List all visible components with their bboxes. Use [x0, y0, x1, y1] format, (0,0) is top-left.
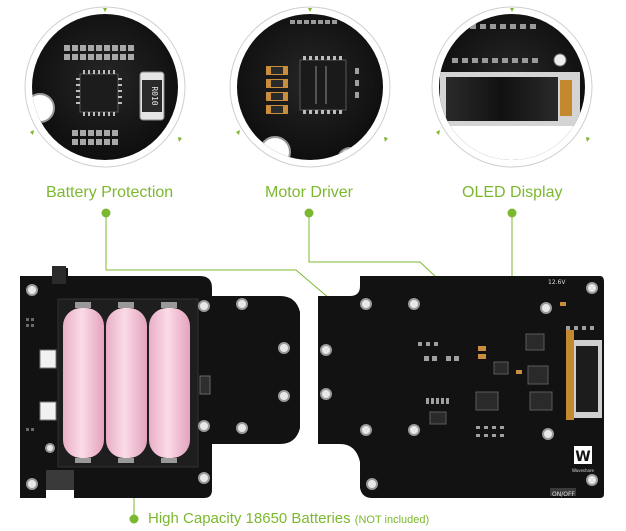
left-board-battery-side [20, 266, 300, 498]
resistor-marking: R010 [150, 86, 159, 105]
voltage-marking: 12.6V [548, 279, 566, 286]
motor-driver-zoom [229, 6, 391, 168]
oled-display-label: OLED Display [462, 184, 563, 201]
battery-protection-zoom: R010 [24, 6, 186, 168]
batteries-label-main: High Capacity 18650 Batteries [148, 510, 351, 527]
logo-mark: W [575, 449, 590, 465]
oled-display-zoom [431, 6, 593, 168]
motor-driver-label: Motor Driver [265, 184, 354, 201]
callout-dots [101, 208, 517, 524]
right-board-component-side [318, 276, 604, 498]
battery-cells [63, 302, 190, 463]
batteries-label-note: (NOT included) [354, 514, 430, 526]
battery-protection-label: Battery Protection [46, 184, 174, 201]
switch-marking: ON/OFF [552, 491, 575, 498]
brand-marking: Waveshare [572, 468, 595, 473]
batteries-label: High Capacity 18650 Batteries (NOT inclu… [148, 510, 429, 527]
